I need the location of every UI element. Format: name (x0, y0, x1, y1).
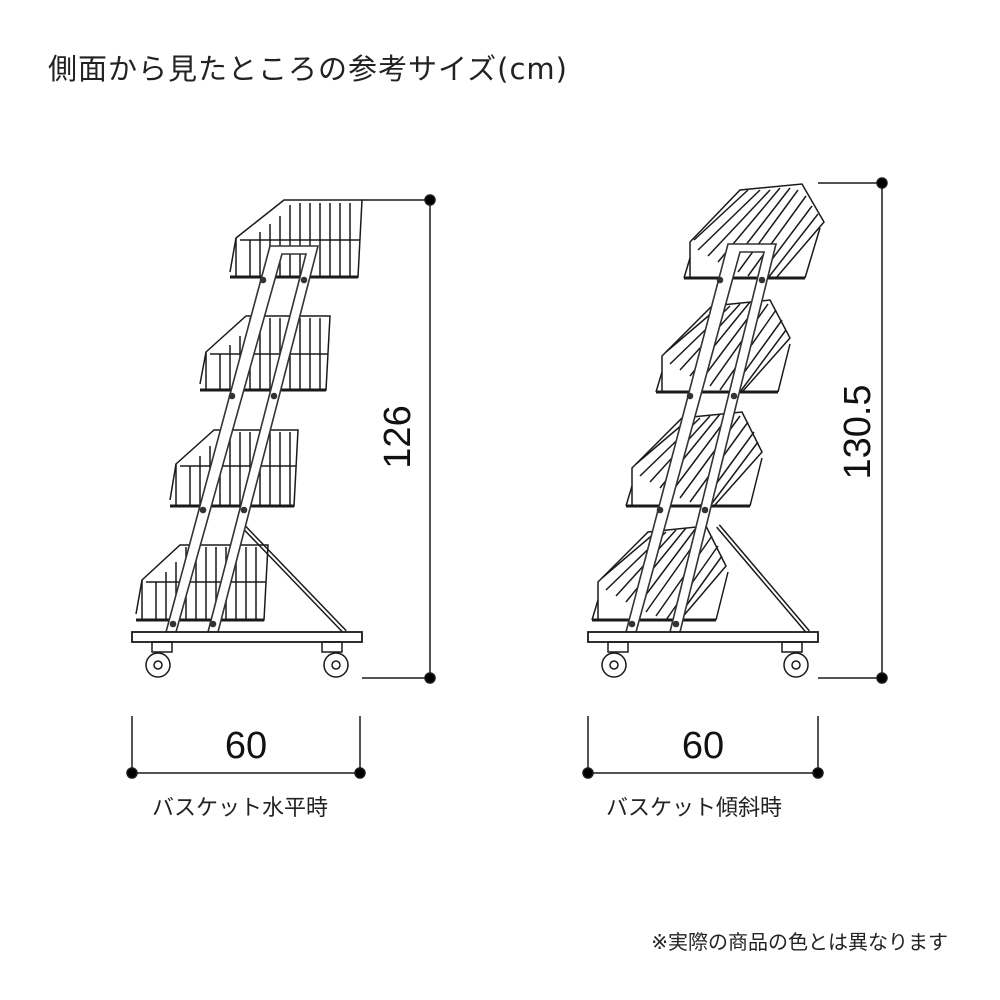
right-caster-rear (781, 641, 809, 678)
dimension-endpoint (582, 767, 594, 779)
dimension-endpoint (876, 177, 888, 189)
left-basket-2 (199, 315, 331, 392)
right-height-dimension (818, 177, 888, 684)
dimension-endpoint (876, 672, 888, 684)
dimension-endpoint (126, 767, 138, 779)
right-basket-3 (625, 411, 763, 508)
left-base (131, 631, 363, 643)
left-frame (164, 245, 320, 633)
page-title: 側面から見たところの参考サイズ(cm) (48, 52, 568, 86)
right-rack-illustration (587, 183, 825, 678)
right-width-label: 60 (682, 725, 724, 767)
left-basket-3 (169, 429, 299, 508)
right-width-dimension (582, 716, 824, 779)
right-base (587, 631, 819, 643)
right-caption: バスケット傾斜時 (606, 796, 783, 821)
right-basket-1 (683, 183, 825, 280)
right-height-label: 130.5 (837, 384, 879, 479)
dimension-endpoint (812, 767, 824, 779)
footnote: ※実際の商品の色とは異なります (651, 930, 948, 954)
left-caster-rear (321, 641, 349, 678)
left-rack-illustration (131, 199, 363, 678)
dimension-endpoint (424, 194, 436, 206)
left-caption: バスケット水平時 (152, 796, 329, 821)
left-basket-4 (135, 544, 269, 622)
dimension-endpoint (354, 767, 366, 779)
left-height-label: 126 (377, 405, 419, 468)
left-basket-1 (229, 199, 363, 279)
left-caster-front (145, 641, 173, 678)
right-caster-front (601, 641, 629, 678)
left-width-dimension (126, 716, 366, 779)
left-height-dimension (362, 194, 436, 684)
dimension-endpoint (424, 672, 436, 684)
left-width-label: 60 (225, 725, 267, 767)
